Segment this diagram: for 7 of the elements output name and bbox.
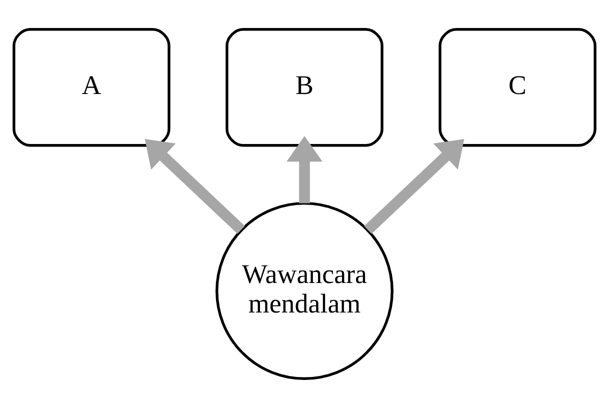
arrow: [286, 136, 322, 204]
node-circle: Wawancara mendalam: [216, 202, 394, 380]
node-box: C: [438, 28, 596, 147]
node-box: B: [226, 28, 384, 147]
arrow: [144, 139, 245, 234]
node-box: A: [12, 28, 170, 147]
arrow: [364, 139, 464, 234]
